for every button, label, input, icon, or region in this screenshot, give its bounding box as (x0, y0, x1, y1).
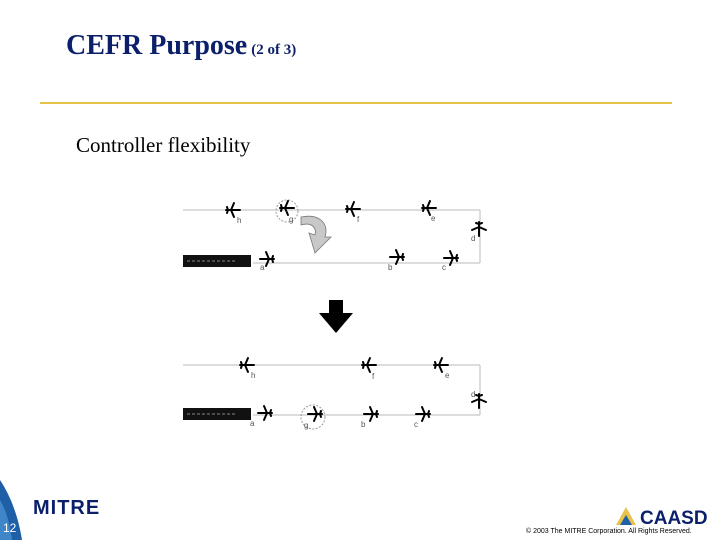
label-h-top: h (237, 216, 241, 225)
slide-title: CEFR Purpose (2 of 3) (66, 30, 296, 62)
caasd-logo-text: CAASD (640, 508, 708, 529)
title-divider (40, 102, 672, 104)
label-d-bottom: d (471, 390, 475, 399)
label-d-top: d (471, 234, 475, 243)
aircraft-g-icon (279, 200, 295, 216)
bullet-text: Controller flexibility (76, 133, 251, 157)
label-f-bottom: f (372, 372, 375, 381)
down-arrow-icon (319, 300, 353, 333)
label-b-bottom: b (361, 420, 366, 429)
label-h-bottom: h (251, 371, 255, 380)
label-e-top: e (431, 214, 436, 223)
bottom-panel: h f e d a g b c (183, 357, 487, 430)
aircraft-a-icon (257, 405, 273, 421)
highlight-circle-g (300, 404, 326, 430)
top-panel: h g f e d a b c (183, 199, 487, 272)
aircraft-b-icon (389, 249, 405, 265)
copyright-notice: © 2003 The MITRE Corporation. All Rights… (526, 528, 692, 535)
title-main: CEFR Purpose (66, 30, 248, 61)
aircraft-g-icon (307, 406, 323, 422)
highlight-circle-g (275, 199, 299, 223)
label-e-bottom: e (445, 371, 450, 380)
label-b-top: b (388, 263, 393, 272)
aircraft-e-icon (421, 200, 437, 216)
label-f-top: f (357, 215, 360, 224)
mitre-logo: MITRE (33, 497, 101, 519)
aircraft-b-icon (363, 406, 379, 422)
label-c-top: c (442, 263, 446, 272)
label-g-top: g (289, 215, 293, 224)
sequencing-diagram: h g f e d a b c h f e d a g b (183, 199, 487, 430)
page-number: 12 (3, 521, 17, 535)
aircraft-f-icon (361, 357, 377, 373)
caasd-logo: CAASD (616, 507, 708, 529)
label-c-bottom: c (414, 420, 418, 429)
aircraft-f-icon (345, 201, 361, 217)
label-g-bottom: g (304, 421, 308, 430)
aircraft-c-icon (415, 406, 431, 422)
reposition-arrow-icon (300, 215, 332, 254)
label-a-top: a (260, 263, 265, 272)
aircraft-e-icon (433, 357, 449, 373)
aircraft-h-icon (239, 357, 255, 373)
swoosh-decoration (0, 480, 22, 540)
label-a-bottom: a (250, 419, 255, 428)
aircraft-h-icon (225, 202, 241, 218)
title-sub: (2 of 3) (251, 42, 297, 58)
